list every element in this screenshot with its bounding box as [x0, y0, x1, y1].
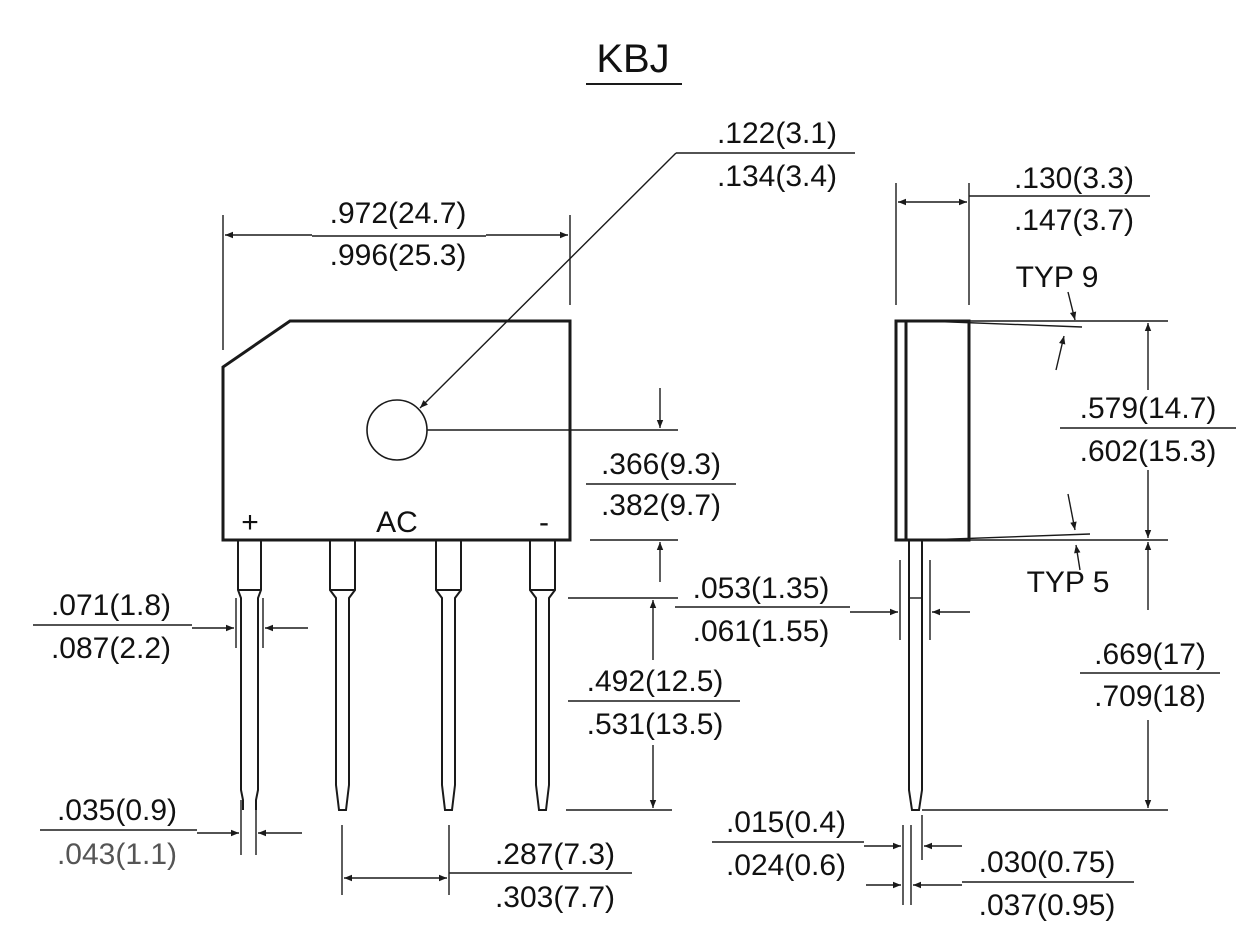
dim-body-height-min: .579(14.7) — [1080, 392, 1217, 425]
draft-top-arrow-a — [1067, 291, 1077, 321]
dim-lead-thk-side-max: .024(0.6) — [726, 849, 846, 882]
dim-hole-diameter-min: .122(3.1) — [717, 117, 837, 150]
dim-shoulder-max: .087(2.2) — [51, 632, 171, 665]
front-body-outline — [221, 319, 572, 542]
side-view — [894, 319, 971, 811]
dim-hole-diameter-max: .134(3.4) — [717, 160, 837, 193]
draft-bottom-line — [924, 533, 1091, 541]
dim-body-thickness-max: .147(3.7) — [1014, 204, 1134, 237]
draft-top-line — [924, 320, 1083, 328]
dim-pitch-max: .303(7.7) — [495, 881, 615, 914]
dim-body-height-max: .602(15.3) — [1080, 435, 1217, 468]
dim-shoulder-min: .071(1.8) — [51, 589, 171, 622]
lead-minus — [529, 540, 556, 811]
dim-hole-height-max: .382(9.7) — [601, 489, 721, 522]
dim-hole-height-min: .366(9.3) — [601, 448, 721, 481]
dim-lead-thk-front-min: .053(1.35) — [693, 572, 830, 605]
hole-dia-leader — [419, 152, 677, 409]
dim-pitch-min: .287(7.3) — [495, 838, 615, 871]
dim-lead-length-max: .531(13.5) — [587, 708, 724, 741]
mounting-hole — [366, 399, 428, 461]
draft-bottom-arrow-a — [1067, 493, 1077, 531]
draft-bottom-arrow-b — [1074, 544, 1081, 571]
dim-body-thickness-min: .130(3.3) — [1014, 162, 1134, 195]
terminal-label-minus: - — [539, 506, 549, 539]
dim-total-length-min: .669(17) — [1094, 638, 1206, 671]
front-leads — [237, 540, 556, 811]
note-typ-bottom: TYP 5 — [1027, 566, 1110, 599]
package-title: KBJ — [596, 37, 669, 81]
lead-ac-2 — [435, 540, 462, 811]
dim-tip-width-max: .043(1.1) — [57, 838, 177, 871]
dim-body-width-min: .972(24.7) — [330, 197, 467, 230]
side-dimension-lines — [675, 183, 1236, 905]
front-dimension-lines — [33, 152, 855, 895]
dim-lead-length-min: .492(12.5) — [587, 665, 724, 698]
dim-body-width-max: .996(25.3) — [330, 239, 467, 272]
draft-top-arrow-b — [1055, 335, 1066, 371]
dim-lead-thk-front-max: .061(1.55) — [693, 615, 830, 648]
lead-ac-1 — [329, 540, 356, 811]
terminal-label-ac: AC — [376, 506, 418, 539]
terminal-label-plus: + — [241, 506, 259, 539]
lead-plus — [237, 540, 262, 810]
dim-total-length-max: .709(18) — [1094, 680, 1206, 713]
side-lead — [908, 540, 923, 811]
front-view — [221, 319, 572, 811]
dim-offset-max: .037(0.95) — [979, 889, 1116, 922]
dim-offset-min: .030(0.75) — [979, 846, 1116, 879]
dim-lead-thk-side-min: .015(0.4) — [726, 806, 846, 839]
dimension-labels: .972(24.7) .996(25.3) .122(3.1) .134(3.4… — [51, 117, 1216, 922]
note-typ-top: TYP 9 — [1016, 261, 1099, 294]
dim-tip-width-min: .035(0.9) — [57, 794, 177, 827]
title-group: KBJ — [586, 37, 682, 85]
